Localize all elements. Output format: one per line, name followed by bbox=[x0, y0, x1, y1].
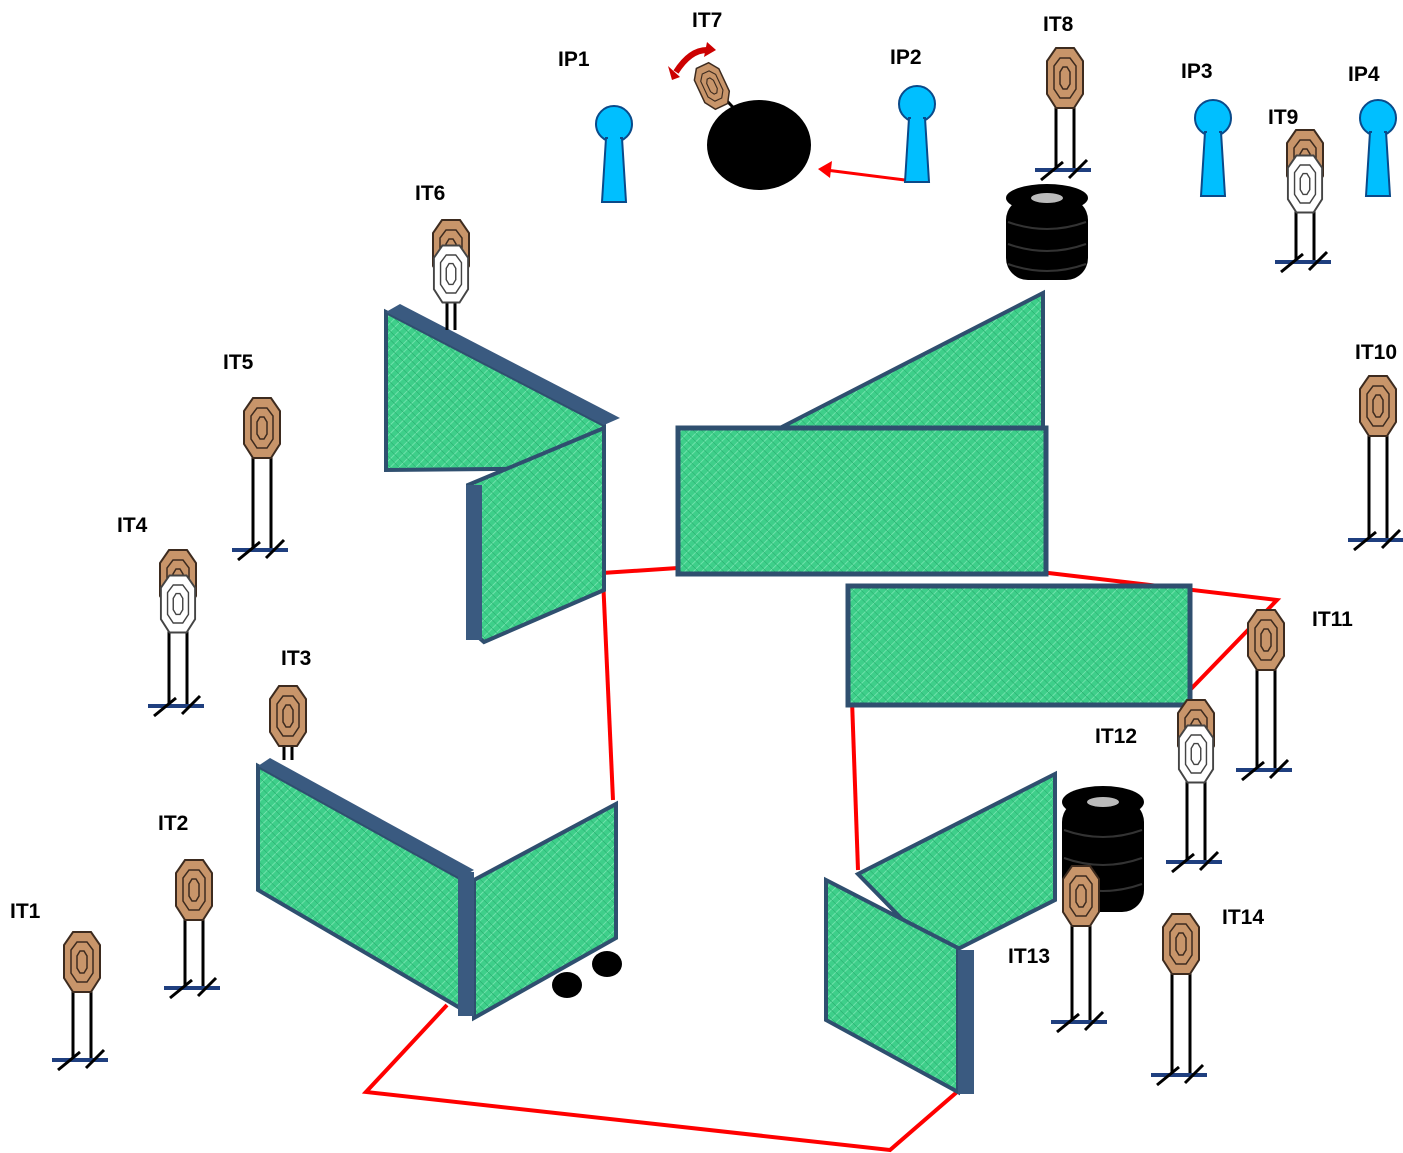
popper-ip2 bbox=[898, 85, 936, 183]
target-head-it14 bbox=[1162, 913, 1200, 975]
label-it1: IT1 bbox=[10, 900, 41, 923]
target-head-it1 bbox=[63, 931, 101, 993]
label-it13: IT13 bbox=[1008, 945, 1050, 968]
label-ip3: IP3 bbox=[1181, 60, 1213, 83]
label-it11: IT11 bbox=[1312, 608, 1353, 631]
labels: IT1 IT2 IT3 IT4 IT5 IT6 IT7 IT8 IT9 IT10… bbox=[10, 9, 1397, 968]
popper-ip4 bbox=[1359, 99, 1397, 197]
target-it4 bbox=[148, 549, 204, 718]
target-it11 bbox=[1236, 609, 1292, 782]
label-it6: IT6 bbox=[415, 182, 445, 205]
target-it1 bbox=[52, 931, 108, 1072]
targets-layer bbox=[52, 47, 1403, 1087]
target-head-it3 bbox=[269, 685, 307, 747]
label-it5: IT5 bbox=[223, 351, 254, 374]
label-it3: IT3 bbox=[281, 647, 311, 670]
target-head-it2 bbox=[175, 859, 213, 921]
target-it8 bbox=[1035, 47, 1091, 182]
target-it5 bbox=[232, 397, 288, 562]
no-shoot-head-it4 bbox=[159, 574, 197, 634]
wall-bottom-right bbox=[824, 770, 1057, 1096]
target-head-it8 bbox=[1046, 47, 1084, 109]
wall-middle-right bbox=[845, 583, 1193, 708]
target-it13 bbox=[1051, 865, 1107, 1034]
label-it4: IT4 bbox=[117, 514, 148, 537]
no-shoot-head-it12 bbox=[1177, 724, 1215, 784]
target-head-it11 bbox=[1247, 609, 1285, 671]
wall-top-left bbox=[384, 304, 620, 645]
label-it9: IT9 bbox=[1268, 106, 1298, 129]
label-it14: IT14 bbox=[1222, 906, 1264, 929]
label-it10: IT10 bbox=[1355, 341, 1397, 364]
target-it6 bbox=[432, 219, 470, 330]
no-shoot-head-it9 bbox=[1286, 154, 1324, 214]
target-it10 bbox=[1348, 375, 1403, 552]
label-ip4: IP4 bbox=[1348, 63, 1380, 86]
label-ip2: IP2 bbox=[890, 46, 922, 69]
wall-bottom-left bbox=[256, 758, 618, 1022]
label-it12: IT12 bbox=[1095, 725, 1137, 748]
target-it3 bbox=[269, 685, 307, 760]
swinger-assembly bbox=[668, 42, 906, 190]
label-it2: IT2 bbox=[158, 812, 188, 835]
target-it14 bbox=[1151, 913, 1207, 1087]
fault-lines bbox=[361, 566, 1282, 1153]
target-it2 bbox=[164, 859, 220, 1000]
barrel-small bbox=[592, 951, 622, 977]
rotate-arrow-icon bbox=[673, 47, 708, 74]
barrel-small bbox=[552, 972, 582, 998]
tire-stack-top bbox=[1006, 184, 1088, 280]
no-shoot-head-it6 bbox=[432, 244, 470, 304]
target-it12 bbox=[1166, 699, 1222, 874]
label-ip1: IP1 bbox=[558, 48, 590, 71]
wall-top-right bbox=[675, 289, 1049, 577]
popper-ip1 bbox=[595, 105, 633, 203]
label-it8: IT8 bbox=[1043, 13, 1074, 36]
label-it7: IT7 bbox=[692, 9, 722, 32]
target-it9 bbox=[1275, 129, 1331, 274]
target-head-it5 bbox=[243, 397, 281, 459]
target-head-it10 bbox=[1359, 375, 1397, 437]
popper-ip3 bbox=[1194, 99, 1232, 197]
target-head-it13 bbox=[1062, 865, 1100, 927]
